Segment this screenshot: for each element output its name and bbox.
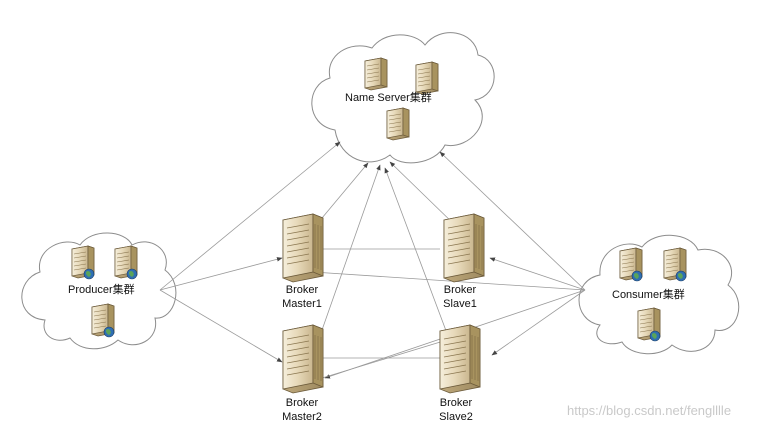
consumer-node-1 [620, 248, 642, 281]
broker-slave2-label: Broker Slave2 [434, 396, 478, 424]
broker-master2-server [282, 324, 324, 394]
name-server-node-2 [415, 61, 439, 95]
broker-slave2-line1: Broker [439, 397, 473, 409]
broker-slave1-line1: Broker [443, 284, 477, 296]
producer-cloud [21, 232, 177, 350]
broker-master1-line1: Broker [285, 284, 319, 296]
connections [159, 141, 586, 379]
broker-slave1-label: Broker Slave1 [438, 283, 482, 311]
consumer-node-2 [664, 248, 686, 281]
broker-slave2-server [439, 324, 481, 394]
broker-slave1-line2: Slave1 [443, 298, 477, 310]
broker-master2-label: Broker Master2 [280, 396, 324, 424]
producer-cluster-label: Producer集群 [68, 284, 135, 296]
consumer-cluster-label: Consumer集群 [612, 289, 685, 301]
broker-master1-server [282, 213, 324, 283]
name-server-cloud [311, 32, 495, 164]
broker-master1-line2: Master1 [282, 298, 322, 310]
name-server-node-1 [364, 57, 388, 91]
broker-slave1-server [443, 213, 485, 283]
name-server-cluster-label: Name Server集群 [345, 92, 432, 104]
consumer-cloud [578, 234, 740, 355]
producer-node-1 [72, 246, 94, 279]
broker-master2-line1: Broker [285, 397, 319, 409]
producer-node-3 [92, 304, 114, 337]
broker-master1-label: Broker Master1 [280, 283, 324, 311]
broker-slave2-line2: Slave2 [439, 411, 473, 423]
consumer-node-3 [638, 308, 660, 341]
producer-node-2 [115, 246, 137, 279]
broker-master2-line2: Master2 [282, 411, 322, 423]
watermark-url: https://blog.csdn.net/fenglllle [567, 403, 732, 418]
name-server-node-3 [386, 107, 410, 141]
